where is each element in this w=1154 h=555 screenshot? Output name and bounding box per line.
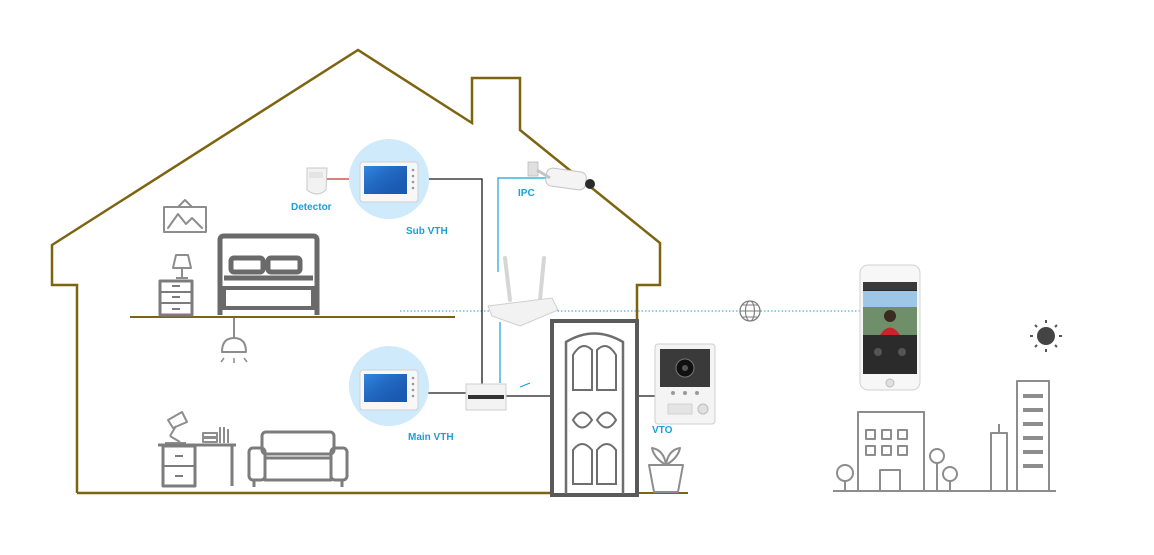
poe-switch: [465, 383, 507, 411]
desk-icon: [158, 443, 236, 488]
office-building-icon: [857, 411, 925, 492]
lamp-icon: [172, 254, 192, 279]
nightstand-icon: [158, 279, 194, 317]
switch-short-cable: [519, 382, 531, 388]
main-vth-monitor: [349, 346, 429, 426]
sun-icon: [1030, 320, 1062, 352]
door-icon: [550, 319, 639, 497]
sub-vth-label: Sub VTH: [406, 226, 448, 237]
books-icon: [202, 427, 229, 443]
tree-icon: [929, 448, 958, 491]
picture-frame-icon: [163, 199, 207, 233]
vto-label: VTO: [652, 425, 673, 436]
detector-device: [306, 167, 328, 195]
detector-label: Detector: [291, 202, 332, 213]
wifi-router: [487, 256, 559, 327]
bed-icon: [217, 233, 320, 315]
smartphone-app: [859, 264, 921, 391]
ipc-camera: [527, 161, 595, 191]
tree-icon: [836, 464, 854, 491]
skyscraper-icon: [990, 380, 1050, 492]
plant-pot-icon: [648, 447, 684, 493]
globe-icon: [739, 300, 761, 322]
sofa-icon: [247, 430, 349, 487]
ipc-network-cable: [497, 177, 548, 272]
main-vth-label: Main VTH: [408, 432, 454, 443]
house-outline: [50, 48, 662, 493]
sub-vth-wire: [416, 178, 483, 385]
ceiling-light-icon: [220, 318, 248, 363]
ipc-label: IPC: [518, 188, 535, 199]
sub-vth-monitor: [349, 139, 429, 219]
vto-door-station: [654, 343, 716, 425]
desk-lamp-icon: [165, 411, 188, 444]
